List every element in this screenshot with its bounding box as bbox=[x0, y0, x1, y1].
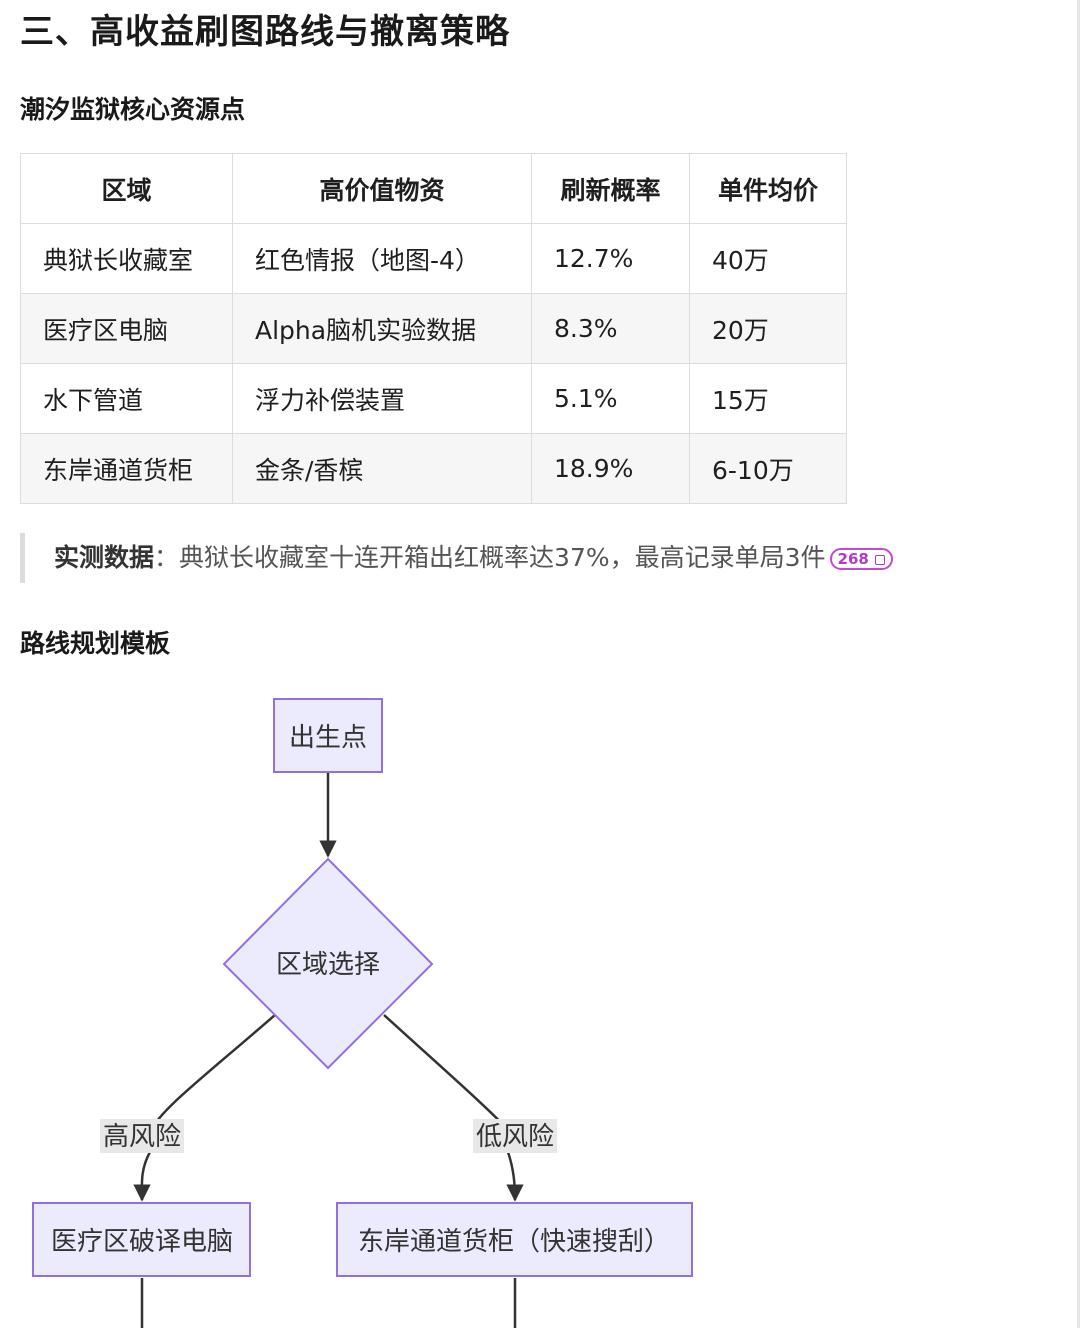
resource-table: 区域 高价值物资 刷新概率 单件均价 典狱长收藏室 红色情报（地图-4） 12.… bbox=[20, 153, 847, 504]
table-cell: 40万 bbox=[689, 223, 847, 294]
node-east-container bbox=[336, 1202, 693, 1277]
edge-label-low-risk: 低风险 bbox=[476, 1122, 554, 1152]
source-icon bbox=[874, 554, 885, 565]
column-header: 刷新概率 bbox=[531, 153, 690, 224]
table-cell: Alpha脑机实验数据 bbox=[232, 293, 532, 364]
table-cell: 8.3% bbox=[531, 293, 690, 364]
section-title: 三、高收益刷图路线与撤离策略 bbox=[20, 12, 510, 52]
table-row: 东岸通道货柜 金条/香槟 18.9% 6-10万 bbox=[20, 433, 847, 504]
table-row: 典狱长收藏室 红色情报（地图-4） 12.7% 40万 bbox=[20, 223, 847, 294]
edge-label-bg bbox=[473, 1119, 557, 1153]
node-start bbox=[273, 698, 383, 773]
node-east-container-label: 东岸通道货柜（快速搜刮） bbox=[358, 1227, 670, 1257]
node-decision bbox=[222, 857, 434, 1070]
table-cell: 6-10万 bbox=[689, 433, 847, 504]
table-cell: 15万 bbox=[689, 363, 847, 434]
table-cell: 医疗区电脑 bbox=[20, 293, 233, 364]
node-decision-label: 区域选择 bbox=[276, 950, 380, 980]
table-header-row: 区域 高价值物资 刷新概率 单件均价 bbox=[20, 153, 847, 224]
quote-separator: ： bbox=[154, 543, 180, 572]
column-header: 高价值物资 bbox=[232, 153, 532, 224]
edge-low-risk bbox=[383, 1014, 509, 1131]
edge-high-risk bbox=[148, 1014, 276, 1133]
table-cell: 水下管道 bbox=[20, 363, 233, 434]
table-cell: 东岸通道货柜 bbox=[20, 433, 233, 504]
table-cell: 典狱长收藏室 bbox=[20, 223, 233, 294]
table-cell: 5.1% bbox=[531, 363, 690, 434]
table-row: 水下管道 浮力补偿装置 5.1% 15万 bbox=[20, 363, 847, 434]
route-flowchart: 高风险 低风险 出生点 区域选择 医疗区破译电脑 东岸通道货柜（快速搜刮） bbox=[32, 698, 693, 1328]
edge-label-high-risk: 高风险 bbox=[103, 1122, 181, 1152]
table-cell: 浮力补偿装置 bbox=[232, 363, 532, 434]
column-header: 区域 bbox=[20, 153, 233, 224]
node-medical-terminal-label: 医疗区破译电脑 bbox=[51, 1227, 233, 1257]
page-right-edge bbox=[1077, 0, 1080, 1328]
quote-text: 典狱长收藏室十连开箱出红概率达37%，最高记录单局3件 bbox=[179, 543, 826, 572]
node-start-label: 出生点 bbox=[289, 723, 367, 753]
resources-title: 潮汐监狱核心资源点 bbox=[20, 95, 246, 124]
citation-count: 268 bbox=[837, 550, 869, 568]
quote-label: 实测数据 bbox=[54, 543, 155, 572]
table-cell: 20万 bbox=[689, 293, 847, 364]
measured-data-quote: 实测数据：典狱长收藏室十连开箱出红概率达37%，最高记录单局3件 268 bbox=[20, 533, 893, 583]
node-medical-terminal bbox=[32, 1202, 251, 1277]
table-cell: 红色情报（地图-4） bbox=[232, 223, 532, 294]
table-row: 医疗区电脑 Alpha脑机实验数据 8.3% 20万 bbox=[20, 293, 847, 364]
route-title: 路线规划模板 bbox=[20, 629, 171, 658]
edge-low-risk-arrow bbox=[506, 1151, 524, 1202]
column-header: 单件均价 bbox=[689, 153, 847, 224]
table-cell: 18.9% bbox=[531, 433, 690, 504]
citation-badge[interactable]: 268 bbox=[829, 548, 893, 570]
edge-high-risk-arrow bbox=[133, 1151, 152, 1202]
edge-label-bg bbox=[100, 1119, 184, 1153]
table-cell: 金条/香槟 bbox=[232, 433, 532, 504]
table-cell: 12.7% bbox=[531, 223, 690, 294]
